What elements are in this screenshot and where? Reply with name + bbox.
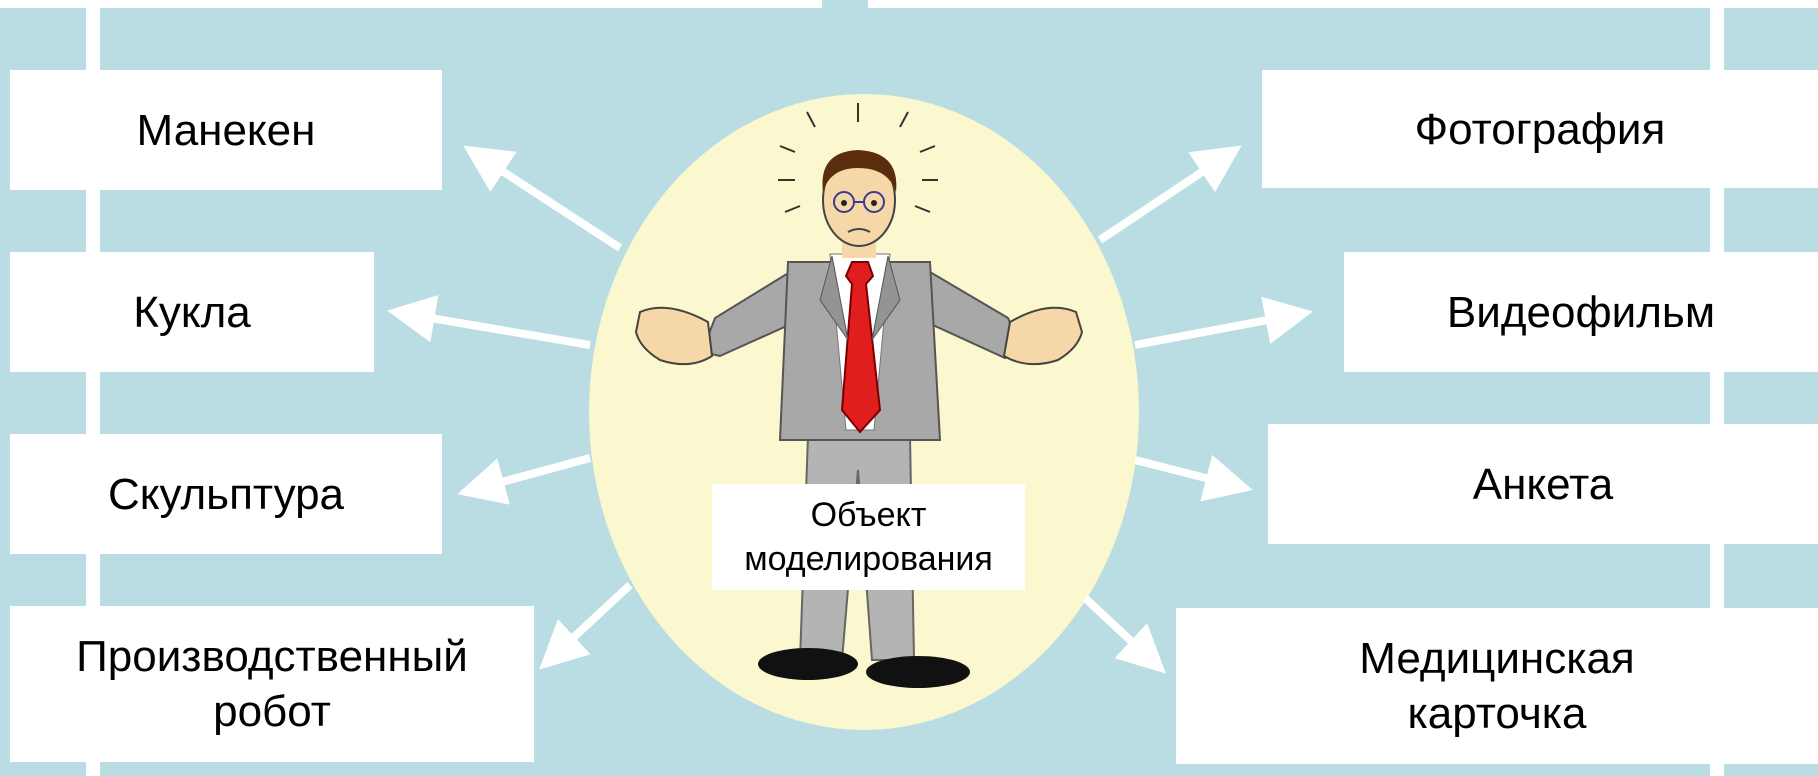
box-skulptura: Скульптура — [10, 434, 442, 554]
box-foto: Фотография — [1262, 70, 1818, 188]
box-kartochka-line2: карточка — [1407, 689, 1587, 738]
box-anketa: Анкета — [1268, 424, 1818, 544]
arrow-to-robot — [539, 582, 633, 670]
box-robot: Производственный робот — [10, 606, 534, 762]
arrow-to-manekin — [463, 145, 623, 252]
center-label-line1: Объект — [810, 495, 927, 534]
arrow-to-foto — [1097, 145, 1242, 244]
box-manekin-text: Манекен — [136, 105, 316, 155]
box-robot-line1: Производственный — [76, 632, 468, 681]
box-kukla-text: Кукла — [133, 287, 251, 337]
arrow-to-anketa — [1134, 454, 1253, 502]
arrow-to-kartochka — [1082, 595, 1166, 674]
box-robot-line2: робот — [213, 687, 331, 736]
box-skulptura-text: Скульптура — [107, 469, 345, 519]
arrow-to-skulptura — [457, 454, 592, 505]
top-right-stripe — [868, 0, 1818, 8]
arrow-to-video — [1134, 296, 1313, 349]
arrow-to-kukla — [387, 295, 591, 349]
right-vertical-stripe — [1710, 0, 1724, 776]
box-video: Видеофильм — [1344, 252, 1818, 372]
left-vertical-stripe — [86, 0, 100, 776]
center-label: Объект моделирования — [712, 484, 1025, 590]
center-label-line2: моделирования — [744, 540, 993, 578]
box-anketa-text: Анкета — [1472, 459, 1614, 509]
box-video-text: Видеофильм — [1446, 287, 1716, 337]
box-kartochka: Медицинская карточка — [1176, 608, 1818, 764]
box-foto-text: Фотография — [1414, 104, 1666, 154]
box-kartochka-line1: Медицинская — [1359, 634, 1635, 683]
box-manekin: Манекен — [10, 70, 442, 190]
top-left-stripe — [0, 0, 822, 8]
box-kukla: Кукла — [10, 252, 374, 372]
